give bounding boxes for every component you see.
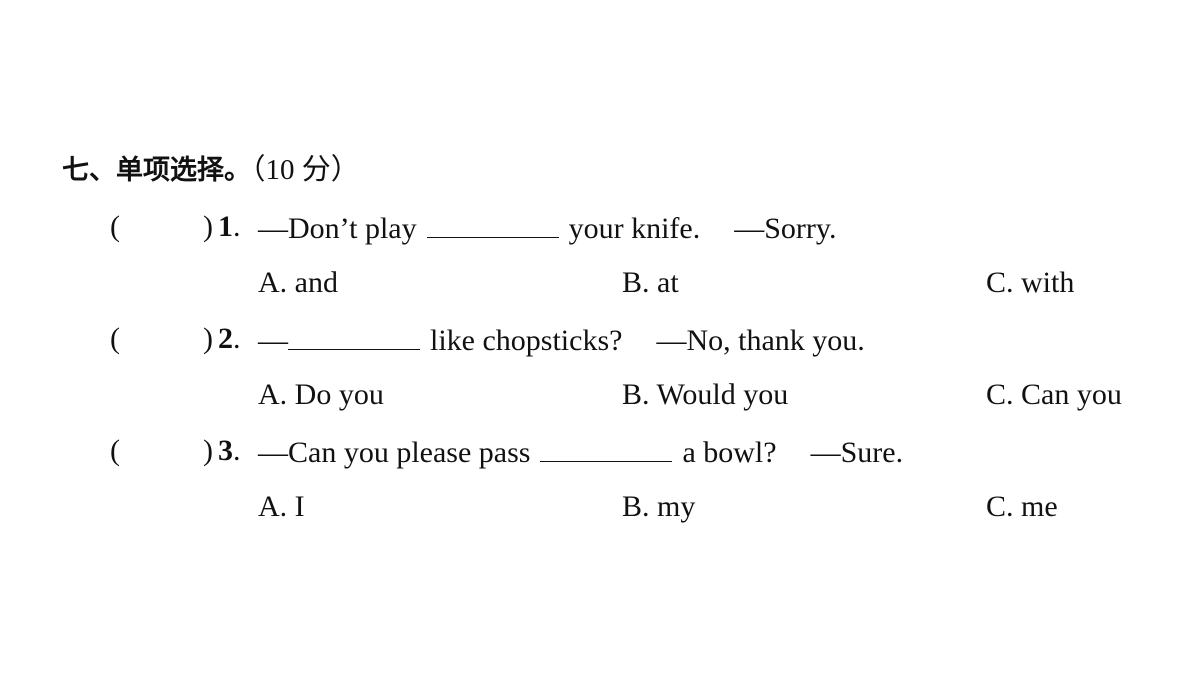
answer-paren-close: ) xyxy=(203,322,213,355)
answer-paren-open: ( xyxy=(110,434,120,467)
option-a: A. Do you xyxy=(258,378,384,411)
question-number: 2. xyxy=(218,322,241,355)
option-b: B. my xyxy=(622,490,696,523)
answer-blank xyxy=(540,431,673,462)
question-text: —like chopsticks?—No, thank you. xyxy=(258,319,865,361)
option-b: B. Would you xyxy=(622,378,789,411)
section-score: （10 分） xyxy=(251,154,360,186)
question-number: 1. xyxy=(218,210,241,243)
option-c: C. Can you xyxy=(986,378,1122,411)
answer-paren-open: ( xyxy=(110,322,120,355)
answer-paren-close: ) xyxy=(203,210,213,243)
answer-paren-open: ( xyxy=(110,210,120,243)
option-a: A. I xyxy=(258,490,305,523)
question-reply: —Sorry. xyxy=(734,212,837,245)
answer-blank xyxy=(426,207,559,238)
question-reply: —No, thank you. xyxy=(656,324,865,357)
answer-blank xyxy=(288,319,420,350)
option-b: B. at xyxy=(622,266,679,299)
answer-paren-close: ) xyxy=(203,434,213,467)
question-number: 3. xyxy=(218,434,241,467)
question-reply: —Sure. xyxy=(810,436,904,469)
option-c: C. me xyxy=(986,490,1058,523)
option-c: C. with xyxy=(986,266,1075,299)
option-a: A. and xyxy=(258,266,338,299)
section-title: 七、单项选择。（10 分） xyxy=(62,150,360,191)
section-heading: 七、单项选择。 xyxy=(62,155,251,186)
